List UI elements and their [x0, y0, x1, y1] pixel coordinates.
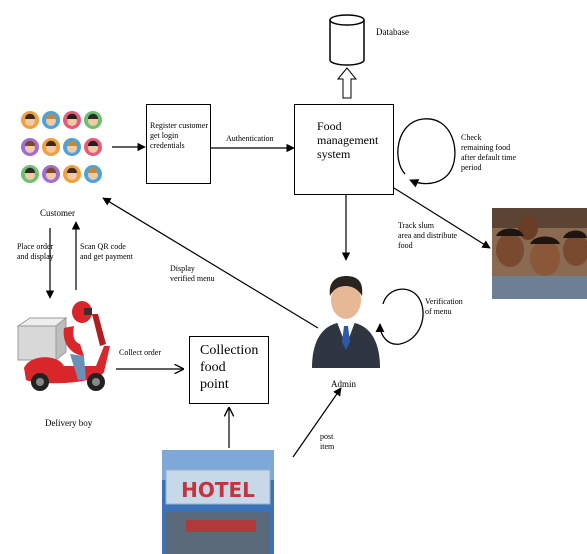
admin-label: Admin — [331, 379, 357, 389]
register-label: Register customer get login credentials — [150, 121, 208, 150]
edge-display-menu — [102, 197, 319, 329]
authentication-label: Authentication — [226, 134, 274, 143]
avatar-hair — [67, 113, 77, 119]
avatar-hair — [67, 167, 77, 173]
edge-post-item — [292, 387, 342, 458]
edge-verification-loop — [375, 288, 424, 345]
hotel-photo: HOTEL — [162, 450, 274, 554]
display-menu-label: Display verified menu — [170, 264, 215, 283]
food-system-label: Food management system — [317, 119, 379, 161]
avatar-hair — [46, 113, 56, 119]
avatar-hair — [88, 113, 98, 119]
track-slum-label: Track slum area and distribute food — [398, 221, 458, 250]
avatar-hair — [25, 113, 35, 119]
database-icon — [329, 14, 365, 66]
database-label: Database — [376, 27, 409, 37]
customer-label: Customer — [40, 208, 75, 218]
collection-label: Collection food point — [200, 343, 259, 392]
place-order-label: Place order and display — [17, 242, 54, 261]
avatar-hair — [88, 167, 98, 173]
register-box: Register customer get login credentials — [146, 104, 211, 184]
avatar-hair — [25, 167, 35, 173]
post-item-label: post item — [320, 432, 335, 451]
avatar-hair — [25, 140, 35, 146]
collection-box: Collection food point — [189, 336, 269, 404]
customer-icon — [21, 111, 102, 183]
edge-track-slum — [393, 187, 491, 249]
db-hollow-arrow — [336, 67, 358, 99]
delivery-boy-icon — [16, 301, 110, 391]
admin-icon — [312, 276, 380, 368]
verification-label: Verification of menu — [425, 297, 463, 316]
collect-order-label: Collect order — [119, 348, 161, 357]
delivery-boy-label: Delivery boy — [45, 418, 93, 428]
avatar-hair — [88, 140, 98, 146]
check-food-label: Check remaining food after default time … — [461, 133, 517, 172]
hotel-sign: HOTEL — [181, 478, 255, 502]
scan-qr-label: Scan QR code and get payment — [80, 242, 133, 261]
food-system-box: Food management system — [294, 104, 394, 195]
slum-children-photo — [492, 208, 587, 299]
edge-check-loop — [397, 118, 456, 188]
avatar-hair — [46, 140, 56, 146]
avatar-hair — [67, 140, 77, 146]
avatar-hair — [46, 167, 56, 173]
